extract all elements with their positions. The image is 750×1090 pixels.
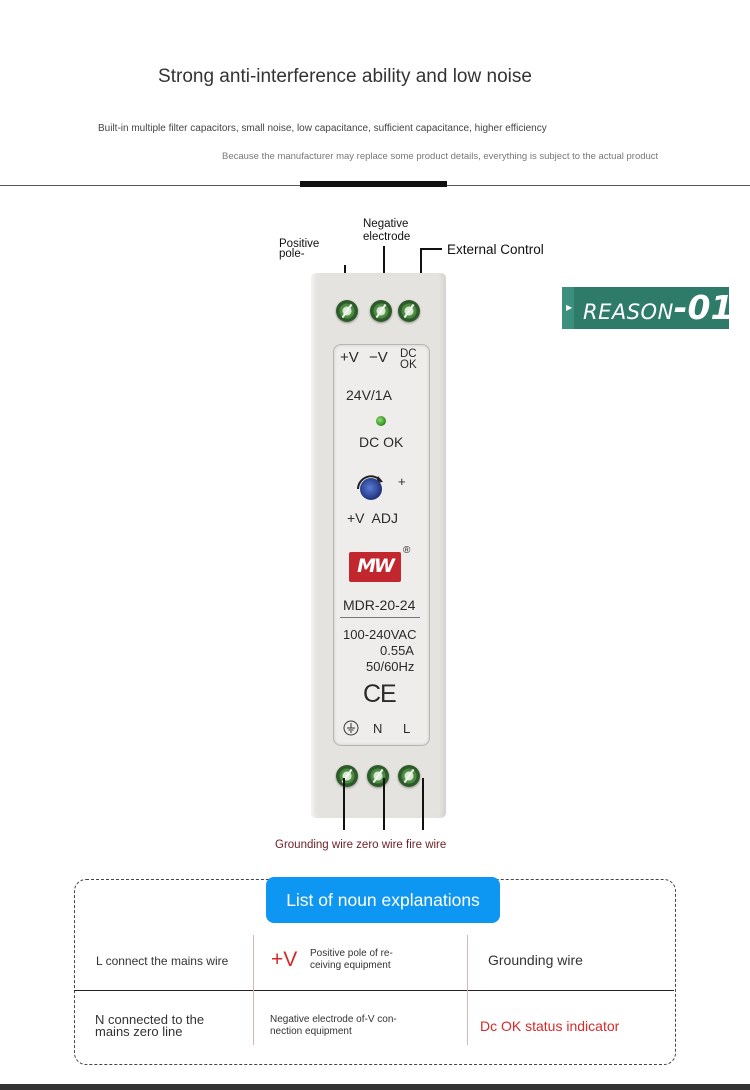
panel-adj-plus: + — [398, 474, 406, 489]
panel-input-voltage: 100-240VAC — [343, 627, 417, 642]
divider-accent — [300, 181, 447, 187]
reason-badge-tab — [562, 287, 574, 329]
panel-input-current: 0.55A — [380, 643, 414, 658]
glossary-col-divider-1 — [253, 935, 254, 1045]
panel-rating: 24V/1A — [346, 387, 392, 403]
glossary-heading: List of noun explanations — [266, 877, 500, 923]
label-negative-electrode: Negative electrode — [363, 218, 411, 243]
panel-rule — [340, 617, 420, 618]
glossary-minus-v-desc: Negative electrode of-V con- nection equ… — [270, 1014, 397, 1037]
reason-badge — [562, 287, 729, 329]
panel-plus-v: +V — [340, 349, 359, 366]
voltage-adjust-knob — [360, 478, 382, 500]
brand-logo — [349, 552, 401, 582]
front-panel — [333, 344, 430, 746]
reason-number: 01 — [687, 288, 734, 327]
section-title: Strong anti-interference ability and low… — [158, 66, 532, 87]
panel-dc-ok-label: DC OK — [359, 434, 404, 450]
wire-ground — [343, 778, 345, 830]
reason-badge-text: REASON-01 — [583, 288, 733, 327]
glossary-row-divider — [74, 990, 674, 991]
wire-external-leader — [420, 248, 442, 250]
wire-neutral — [383, 778, 385, 830]
play-icon: ▶ — [566, 303, 573, 312]
glossary-dc-ok: Dc OK status indicator — [480, 1018, 620, 1034]
panel-adj-label: +V ADJ — [347, 510, 398, 526]
label-bottom-wires: Grounding wire zero wire fire wire — [275, 839, 447, 851]
label-external-control: External Control — [447, 242, 544, 257]
reason-dash: - — [673, 288, 688, 327]
reason-word: REASON — [583, 300, 674, 324]
wire-live — [422, 778, 424, 830]
registered-mark: ® — [403, 545, 411, 556]
terminal-screw-live — [398, 765, 420, 787]
panel-model: MDR-20-24 — [343, 597, 416, 613]
ce-mark: CE — [363, 680, 397, 708]
glossary-col-divider-2 — [467, 935, 468, 1045]
disclaimer-text: Because the manufacturer may replace som… — [222, 151, 659, 162]
glossary-l-wire: L connect the mains wire — [96, 954, 229, 968]
terminal-screw-negative — [370, 300, 392, 322]
glossary-plus-v-symbol: +V — [271, 948, 298, 971]
panel-minus-v: −V — [369, 349, 388, 366]
terminal-screw-ground — [336, 765, 358, 787]
label-positive-pole: Positive pole- — [279, 238, 320, 260]
dc-ok-led — [376, 416, 386, 426]
glossary-plus-v-desc: Positive pole of re- ceiving equipment — [310, 948, 393, 971]
panel-dc-ok-terminal: DC OK — [400, 348, 417, 371]
panel-input-frequency: 50/60Hz — [366, 659, 415, 674]
section-subtitle: Built-in multiple filter capacitors, sma… — [98, 123, 547, 134]
ground-icon — [343, 720, 359, 736]
glossary-grounding: Grounding wire — [488, 952, 583, 968]
glossary-n-wire: N connected to the mains zero line — [95, 1012, 205, 1039]
bottom-divider — [0, 1084, 750, 1090]
brand-logo-text: MW — [357, 555, 395, 577]
panel-terminal-n: N — [373, 721, 383, 736]
terminal-screw-positive — [336, 300, 358, 322]
terminal-screw-dc-ok — [398, 300, 420, 322]
terminal-screw-neutral — [367, 765, 389, 787]
panel-terminal-l: L — [403, 721, 411, 736]
